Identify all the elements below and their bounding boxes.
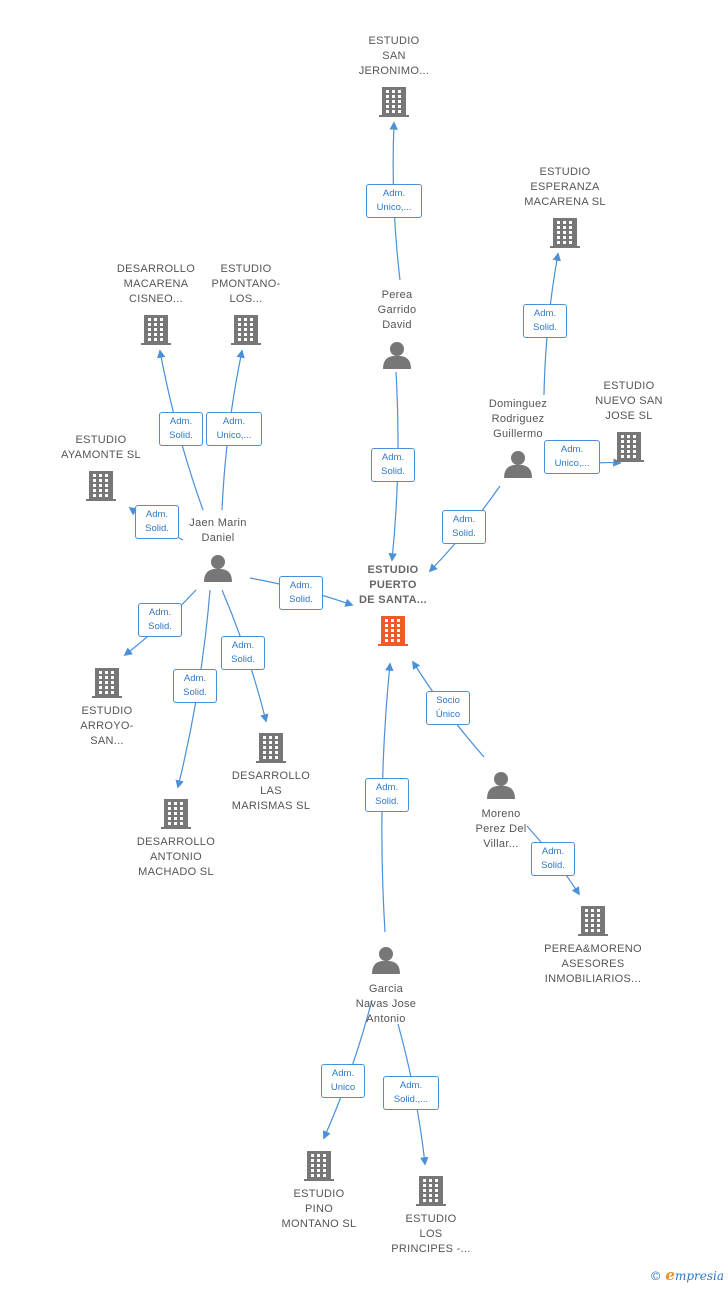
relation-label-p_dominguez-to-c_esperanza[interactable]: Adm. Solid. [523, 304, 567, 338]
relation-label-p_garcia-to-c_pino_montano[interactable]: Adm. Unico [321, 1064, 365, 1098]
person-icon [383, 342, 411, 369]
relation-label-p_jaen-to-c_center[interactable]: Adm. Solid. [279, 576, 323, 610]
node-label-c_nuevo_san_jose[interactable]: ESTUDIO NUEVO SAN JOSE SL [595, 380, 663, 422]
node-label-p_jaen[interactable]: Jaen Marin Daniel [189, 517, 247, 544]
node-label-c_los_principes[interactable]: ESTUDIO LOS PRINCIPES -... [391, 1213, 471, 1255]
company-building-icon [416, 1176, 446, 1206]
company-building-icon [256, 733, 286, 763]
center-company-icon [378, 616, 408, 646]
person-icon [372, 947, 400, 974]
node-label-p_dominguez[interactable]: Dominguez Rodriguez Guillermo [488, 398, 548, 440]
relation-label-p_jaen-to-c_marismas[interactable]: Adm. Solid. [221, 636, 265, 670]
company-building-icon [161, 799, 191, 829]
node-label-c_ayamonte[interactable]: ESTUDIO AYAMONTE SL [61, 434, 141, 461]
node-label-c_center[interactable]: ESTUDIO PUERTO DE SANTA... [359, 564, 427, 606]
node-label-p_garcia[interactable]: Garcia Navas Jose Antonio [355, 983, 417, 1025]
relation-label-p_jaen-to-c_pmontano[interactable]: Adm. Unico,... [206, 412, 262, 446]
node-label-p_perea[interactable]: Perea Garrido David [377, 289, 417, 331]
person-icon [504, 451, 532, 478]
company-building-icon [92, 668, 122, 698]
relation-label-p_perea-to-c_center[interactable]: Adm. Solid. [371, 448, 415, 482]
node-label-p_moreno[interactable]: Moreno Perez Del Villar... [475, 808, 527, 850]
person-icon [487, 772, 515, 799]
relation-label-p_jaen-to-c_antonio_machado[interactable]: Adm. Solid. [173, 669, 217, 703]
node-label-c_san_jeronimo[interactable]: ESTUDIO SAN JERONIMO... [358, 35, 430, 77]
company-building-icon [304, 1151, 334, 1181]
relation-label-p_dominguez-to-c_center[interactable]: Adm. Solid. [442, 510, 486, 544]
relation-label-p_perea-to-c_san_jeronimo[interactable]: Adm. Unico,... [366, 184, 422, 218]
relation-label-p_jaen-to-c_macarena_cisneo[interactable]: Adm. Solid. [159, 412, 203, 446]
relation-label-p_jaen-to-c_ayamonte[interactable]: Adm. Solid. [135, 505, 179, 539]
node-label-c_perea_moreno[interactable]: PEREA&MORENO ASESORES INMOBILIARIOS... [544, 943, 642, 985]
node-label-c_arroyo[interactable]: ESTUDIO ARROYO- SAN... [80, 705, 134, 747]
relation-label-p_jaen-to-c_arroyo[interactable]: Adm. Solid. [138, 603, 182, 637]
node-label-c_macarena_cisneo[interactable]: DESARROLLO MACARENA CISNEO... [116, 263, 196, 305]
relation-label-p_garcia-to-c_center[interactable]: Adm. Solid. [365, 778, 409, 812]
footer-brand: © empresia [650, 1266, 724, 1284]
company-building-icon [86, 471, 116, 501]
node-label-c_esperanza[interactable]: ESTUDIO ESPERANZA MACARENA SL [524, 166, 606, 208]
company-building-icon [550, 218, 580, 248]
company-building-icon [141, 315, 171, 345]
node-label-c_pmontano[interactable]: ESTUDIO PMONTANO- LOS... [211, 263, 281, 305]
node-label-c_marismas[interactable]: DESARROLLO LAS MARISMAS SL [231, 770, 311, 812]
person-icon [204, 555, 232, 582]
company-building-icon [231, 315, 261, 345]
node-label-c_pino_montano[interactable]: ESTUDIO PINO MONTANO SL [281, 1188, 357, 1230]
relation-label-p_moreno-to-c_center[interactable]: Socio Único [426, 691, 470, 725]
brand-name: mpresia [674, 1269, 724, 1283]
relation-label-p_moreno-to-c_perea_moreno[interactable]: Adm. Solid. [531, 842, 575, 876]
relation-label-p_dominguez-to-c_nuevo_san_jose[interactable]: Adm. Unico,... [544, 440, 600, 474]
company-building-icon [379, 87, 409, 117]
relation-label-p_garcia-to-c_los_principes[interactable]: Adm. Solid.,... [383, 1076, 439, 1110]
company-building-icon [614, 432, 644, 462]
company-building-icon [578, 906, 608, 936]
brand-initial: e [665, 1266, 675, 1284]
node-label-c_antonio_machado[interactable]: DESARROLLO ANTONIO MACHADO SL [136, 836, 216, 878]
copyright-symbol: © [649, 1269, 662, 1283]
